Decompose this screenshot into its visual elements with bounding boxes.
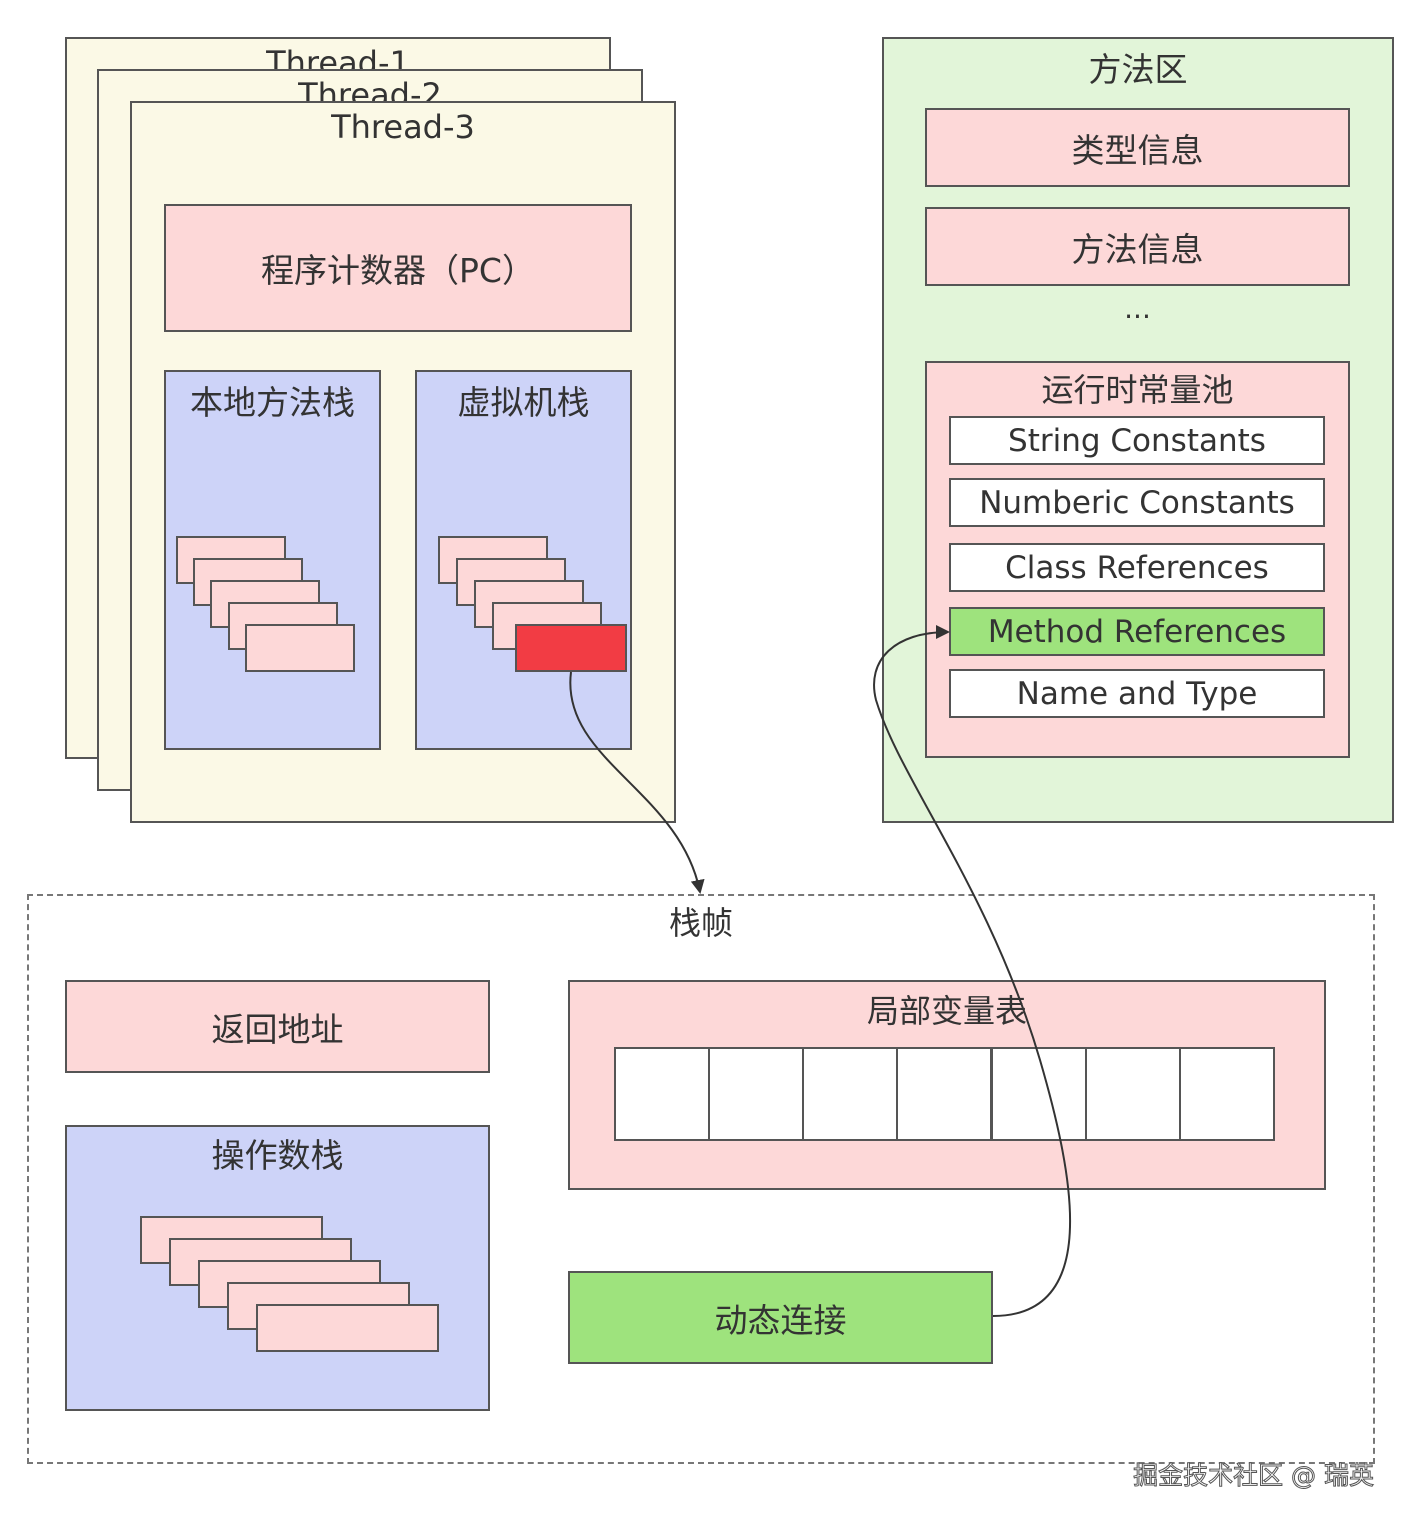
- stack-frame-container: 栈帧: [27, 894, 1375, 1464]
- method-info-label: 方法信息: [1071, 229, 1204, 269]
- local-variable-table-title: 局部变量表: [866, 992, 1027, 1030]
- program-counter-box: 程序计数器（PC）: [164, 204, 632, 332]
- arrow-dynamic-link-to-method-reference: [873, 625, 1072, 1317]
- name-and-type-label: Name and Type: [1016, 675, 1258, 712]
- return-address-box: 返回地址: [65, 980, 490, 1073]
- native-frame: [245, 624, 355, 672]
- operand-frame: [256, 1304, 439, 1352]
- current-vm-frame: [515, 624, 627, 672]
- stack-frame-title: 栈帧: [668, 904, 733, 942]
- method-references-box: Method References: [949, 607, 1325, 656]
- method-references-label: Method References: [987, 613, 1287, 650]
- arrow-vm-frame-to-stack-frame: [569, 671, 705, 894]
- numeric-constants-box: Numberic Constants: [949, 478, 1325, 527]
- return-address-label: 返回地址: [211, 1009, 344, 1049]
- method-area-title: 方法区: [1088, 50, 1188, 89]
- string-constants-box: String Constants: [949, 416, 1325, 465]
- local-variable-slot: [614, 1047, 710, 1141]
- class-references-box: Class References: [949, 543, 1325, 592]
- name-and-type-box: Name and Type: [949, 669, 1325, 718]
- native-method-stack-title: 本地方法栈: [190, 383, 355, 422]
- numeric-constants-label: Numberic Constants: [979, 484, 1295, 521]
- type-info-box: 类型信息: [925, 108, 1350, 187]
- class-references-label: Class References: [1005, 549, 1269, 586]
- operand-stack-title: 操作数栈: [211, 1136, 344, 1175]
- method-info-box: 方法信息: [925, 207, 1350, 286]
- thread-3-title: Thread-3: [331, 108, 475, 146]
- runtime-constant-pool-title: 运行时常量池: [1041, 371, 1234, 409]
- vm-stack-title: 虚拟机栈: [457, 383, 590, 422]
- local-variable-slot: [1085, 1047, 1181, 1141]
- dynamic-link-box: 动态连接: [568, 1271, 993, 1364]
- local-variable-slot: [802, 1047, 898, 1141]
- type-info-label: 类型信息: [1071, 130, 1204, 170]
- string-constants-label: String Constants: [1008, 422, 1266, 459]
- watermark: 掘金技术社区 @ 瑞英: [1133, 1461, 1375, 1491]
- local-variable-slot: [896, 1047, 992, 1141]
- program-counter-label: 程序计数器（PC）: [261, 251, 535, 290]
- local-variable-slot: [1179, 1047, 1275, 1141]
- method-area-ellipsis: ...: [1124, 292, 1151, 325]
- dynamic-link-label: 动态连接: [714, 1300, 847, 1340]
